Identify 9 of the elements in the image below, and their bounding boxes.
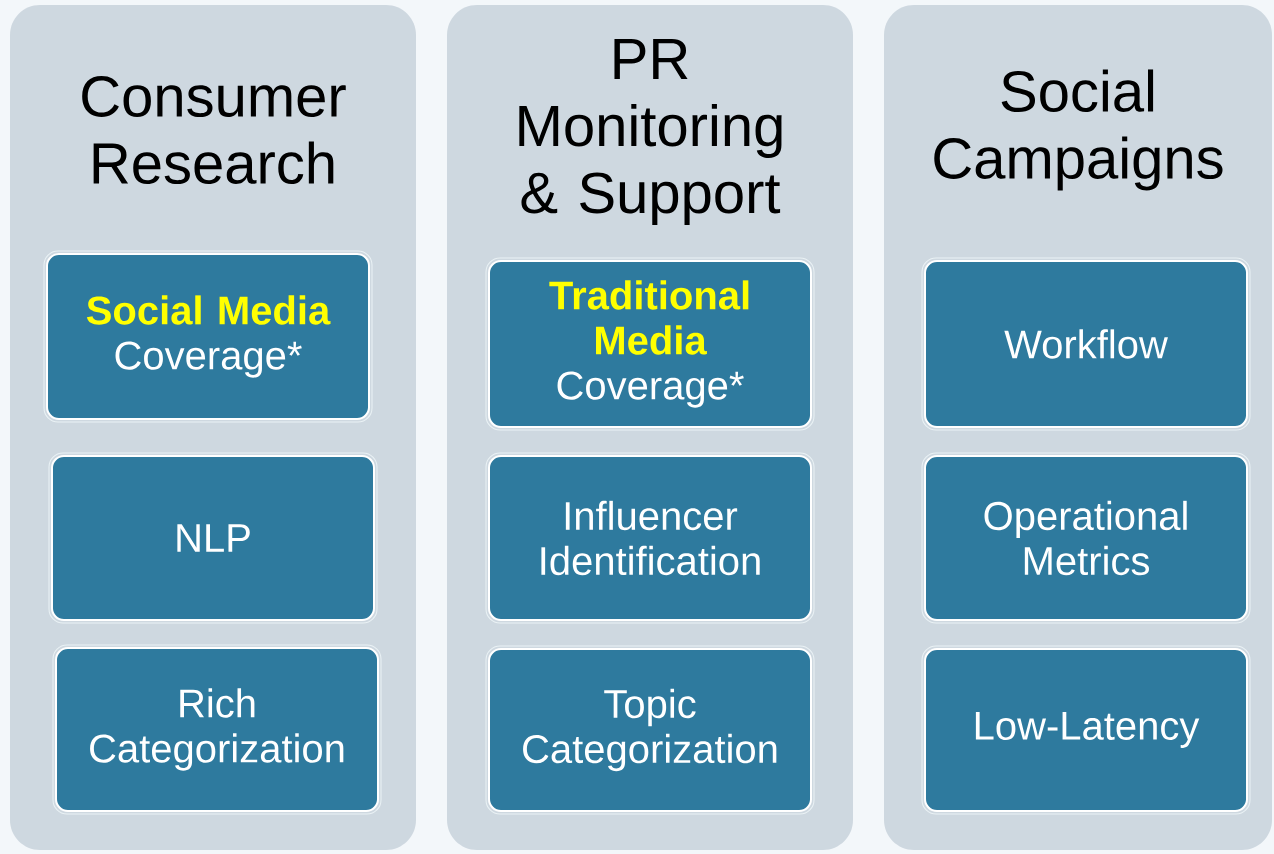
feature-box: Rich Categorization bbox=[52, 644, 382, 815]
feature-box: Operational Metrics bbox=[921, 452, 1251, 624]
feature-box: Workflow bbox=[921, 257, 1251, 431]
feature-box: Traditional Media Coverage* bbox=[485, 257, 815, 431]
feature-box: Influencer Identification bbox=[485, 452, 815, 624]
feature-box: NLP bbox=[48, 452, 378, 624]
feature-box: Topic Categorization bbox=[485, 645, 815, 815]
feature-box: Low-Latency bbox=[921, 645, 1251, 815]
feature-box: Social Media Coverage* bbox=[43, 250, 373, 423]
